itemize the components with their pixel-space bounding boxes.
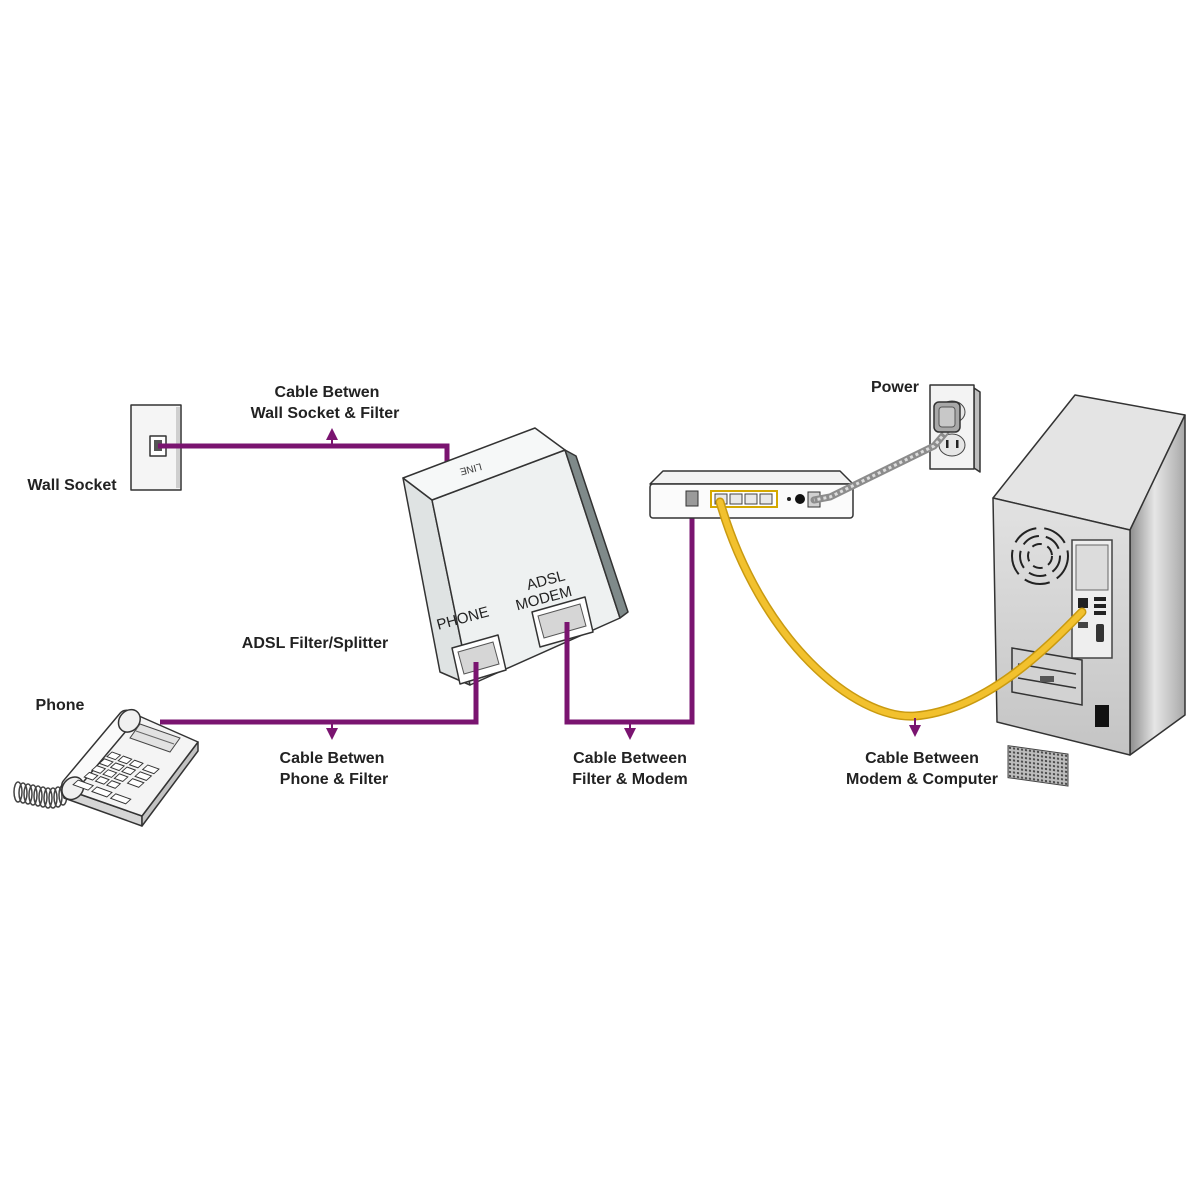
slot-divider-2: [1017, 677, 1077, 689]
tower-vent-grid: [1007, 745, 1069, 787]
label-filter: ADSL Filter/Splitter: [242, 635, 388, 652]
handset-earpiece: [117, 708, 141, 733]
cord-coil: [28, 784, 38, 806]
outlet-slot-right: [956, 440, 959, 448]
key: [128, 759, 144, 769]
adsl-modem: [649, 470, 854, 519]
phone-keypad: [72, 751, 160, 805]
label-cable-filter-modem-1: Cable Between: [573, 750, 687, 767]
key: [106, 751, 122, 761]
key: [121, 766, 137, 776]
fan-ring-outer: [1011, 527, 1069, 585]
cord-coil: [38, 786, 48, 808]
modem-reset-hole: [787, 497, 791, 501]
fan-ring-middle: [1019, 535, 1061, 577]
io-port-audio: [1078, 622, 1088, 628]
computer-tower: [992, 394, 1186, 787]
key: [83, 771, 99, 781]
fan-ring-inner: [1027, 543, 1053, 569]
cord-coil: [13, 781, 23, 803]
key: [102, 769, 118, 778]
key: [98, 758, 114, 767]
filter-right-edge: [564, 449, 629, 619]
key: [90, 765, 107, 774]
tower-power-switch: [1095, 705, 1109, 727]
function-key: [90, 786, 113, 798]
function-key: [134, 771, 153, 782]
power-plug-grip: [938, 406, 956, 428]
modem-lan-port-2: [729, 493, 743, 505]
label-power: Power: [871, 379, 919, 396]
io-port-video: [1096, 624, 1104, 642]
phone-coiled-cord: [13, 781, 68, 809]
modem-top: [649, 470, 854, 485]
modem-lan-port-3: [744, 493, 758, 505]
function-key: [141, 764, 160, 775]
cord-coil: [53, 786, 63, 808]
telephone: [13, 708, 199, 827]
tower-fan: [1011, 527, 1069, 585]
tower-io-panel: [1071, 539, 1113, 659]
io-port-network: [1078, 598, 1088, 608]
label-cable-phone-filter-2: Phone & Filter: [280, 771, 388, 788]
io-port-usb-1: [1094, 597, 1106, 601]
cord-coil: [18, 782, 28, 804]
cord-coil: [33, 785, 43, 807]
label-cable-modem-computer-2: Modem & Computer: [846, 771, 998, 788]
slot-connector: [1040, 676, 1054, 682]
function-key: [109, 793, 132, 805]
filter-modem-port-opening: [537, 603, 587, 639]
cord-coil: [43, 787, 53, 809]
key: [113, 773, 129, 783]
key: [109, 762, 126, 772]
cable-modem-to-computer: [717, 499, 1085, 720]
label-phone: Phone: [36, 697, 85, 714]
adsl-filter-splitter: LINE PHONE ADSL MODEM: [402, 427, 629, 686]
label-cable-filter-modem-2: Filter & Modem: [572, 771, 688, 788]
key: [94, 776, 110, 785]
filter-phone-port-opening: [457, 641, 500, 675]
outlet-plate-side: [973, 387, 981, 473]
cable-wall-to-filter: [158, 443, 450, 472]
io-port-usb-2: [1094, 604, 1106, 608]
power-cable: [810, 428, 950, 504]
label-cable-modem-computer-1: Cable Between: [865, 750, 979, 767]
label-cable-wall-filter-1: Cable Betwen: [275, 384, 380, 401]
io-port-usb-3: [1094, 611, 1106, 615]
function-key: [72, 779, 95, 791]
io-panel-upper: [1075, 544, 1109, 591]
cable-phone-to-filter: [160, 660, 479, 725]
outlet-slot-left: [946, 440, 949, 448]
key: [117, 755, 133, 765]
modem-dsl-port: [685, 490, 699, 507]
label-cable-phone-filter-1: Cable Betwen: [280, 750, 385, 767]
label-wall-socket: Wall Socket: [27, 477, 117, 494]
key: [105, 780, 122, 789]
function-key: [126, 778, 145, 788]
modem-power-jack: [795, 494, 805, 504]
cord-coil: [23, 783, 33, 805]
label-cable-wall-filter-2: Wall Socket & Filter: [251, 405, 400, 422]
modem-lan-port-4: [759, 493, 773, 505]
cord-coil: [48, 787, 58, 809]
phone-display-line: [135, 730, 175, 745]
filter-top-face: [402, 427, 566, 501]
